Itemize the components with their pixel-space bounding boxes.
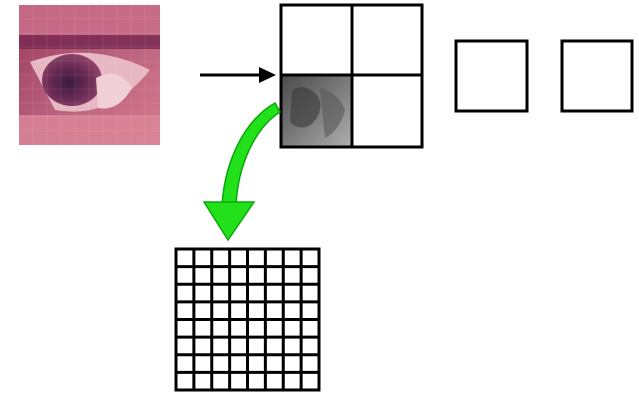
eye-photo-icon [19,5,160,145]
block-grid-2x2 [281,5,422,147]
block-square-1 [456,41,527,111]
right-arrow [200,67,276,83]
block-square-2 [562,41,632,111]
curved-down-arrow [204,103,280,240]
dct-grid-8x8 [176,249,319,390]
